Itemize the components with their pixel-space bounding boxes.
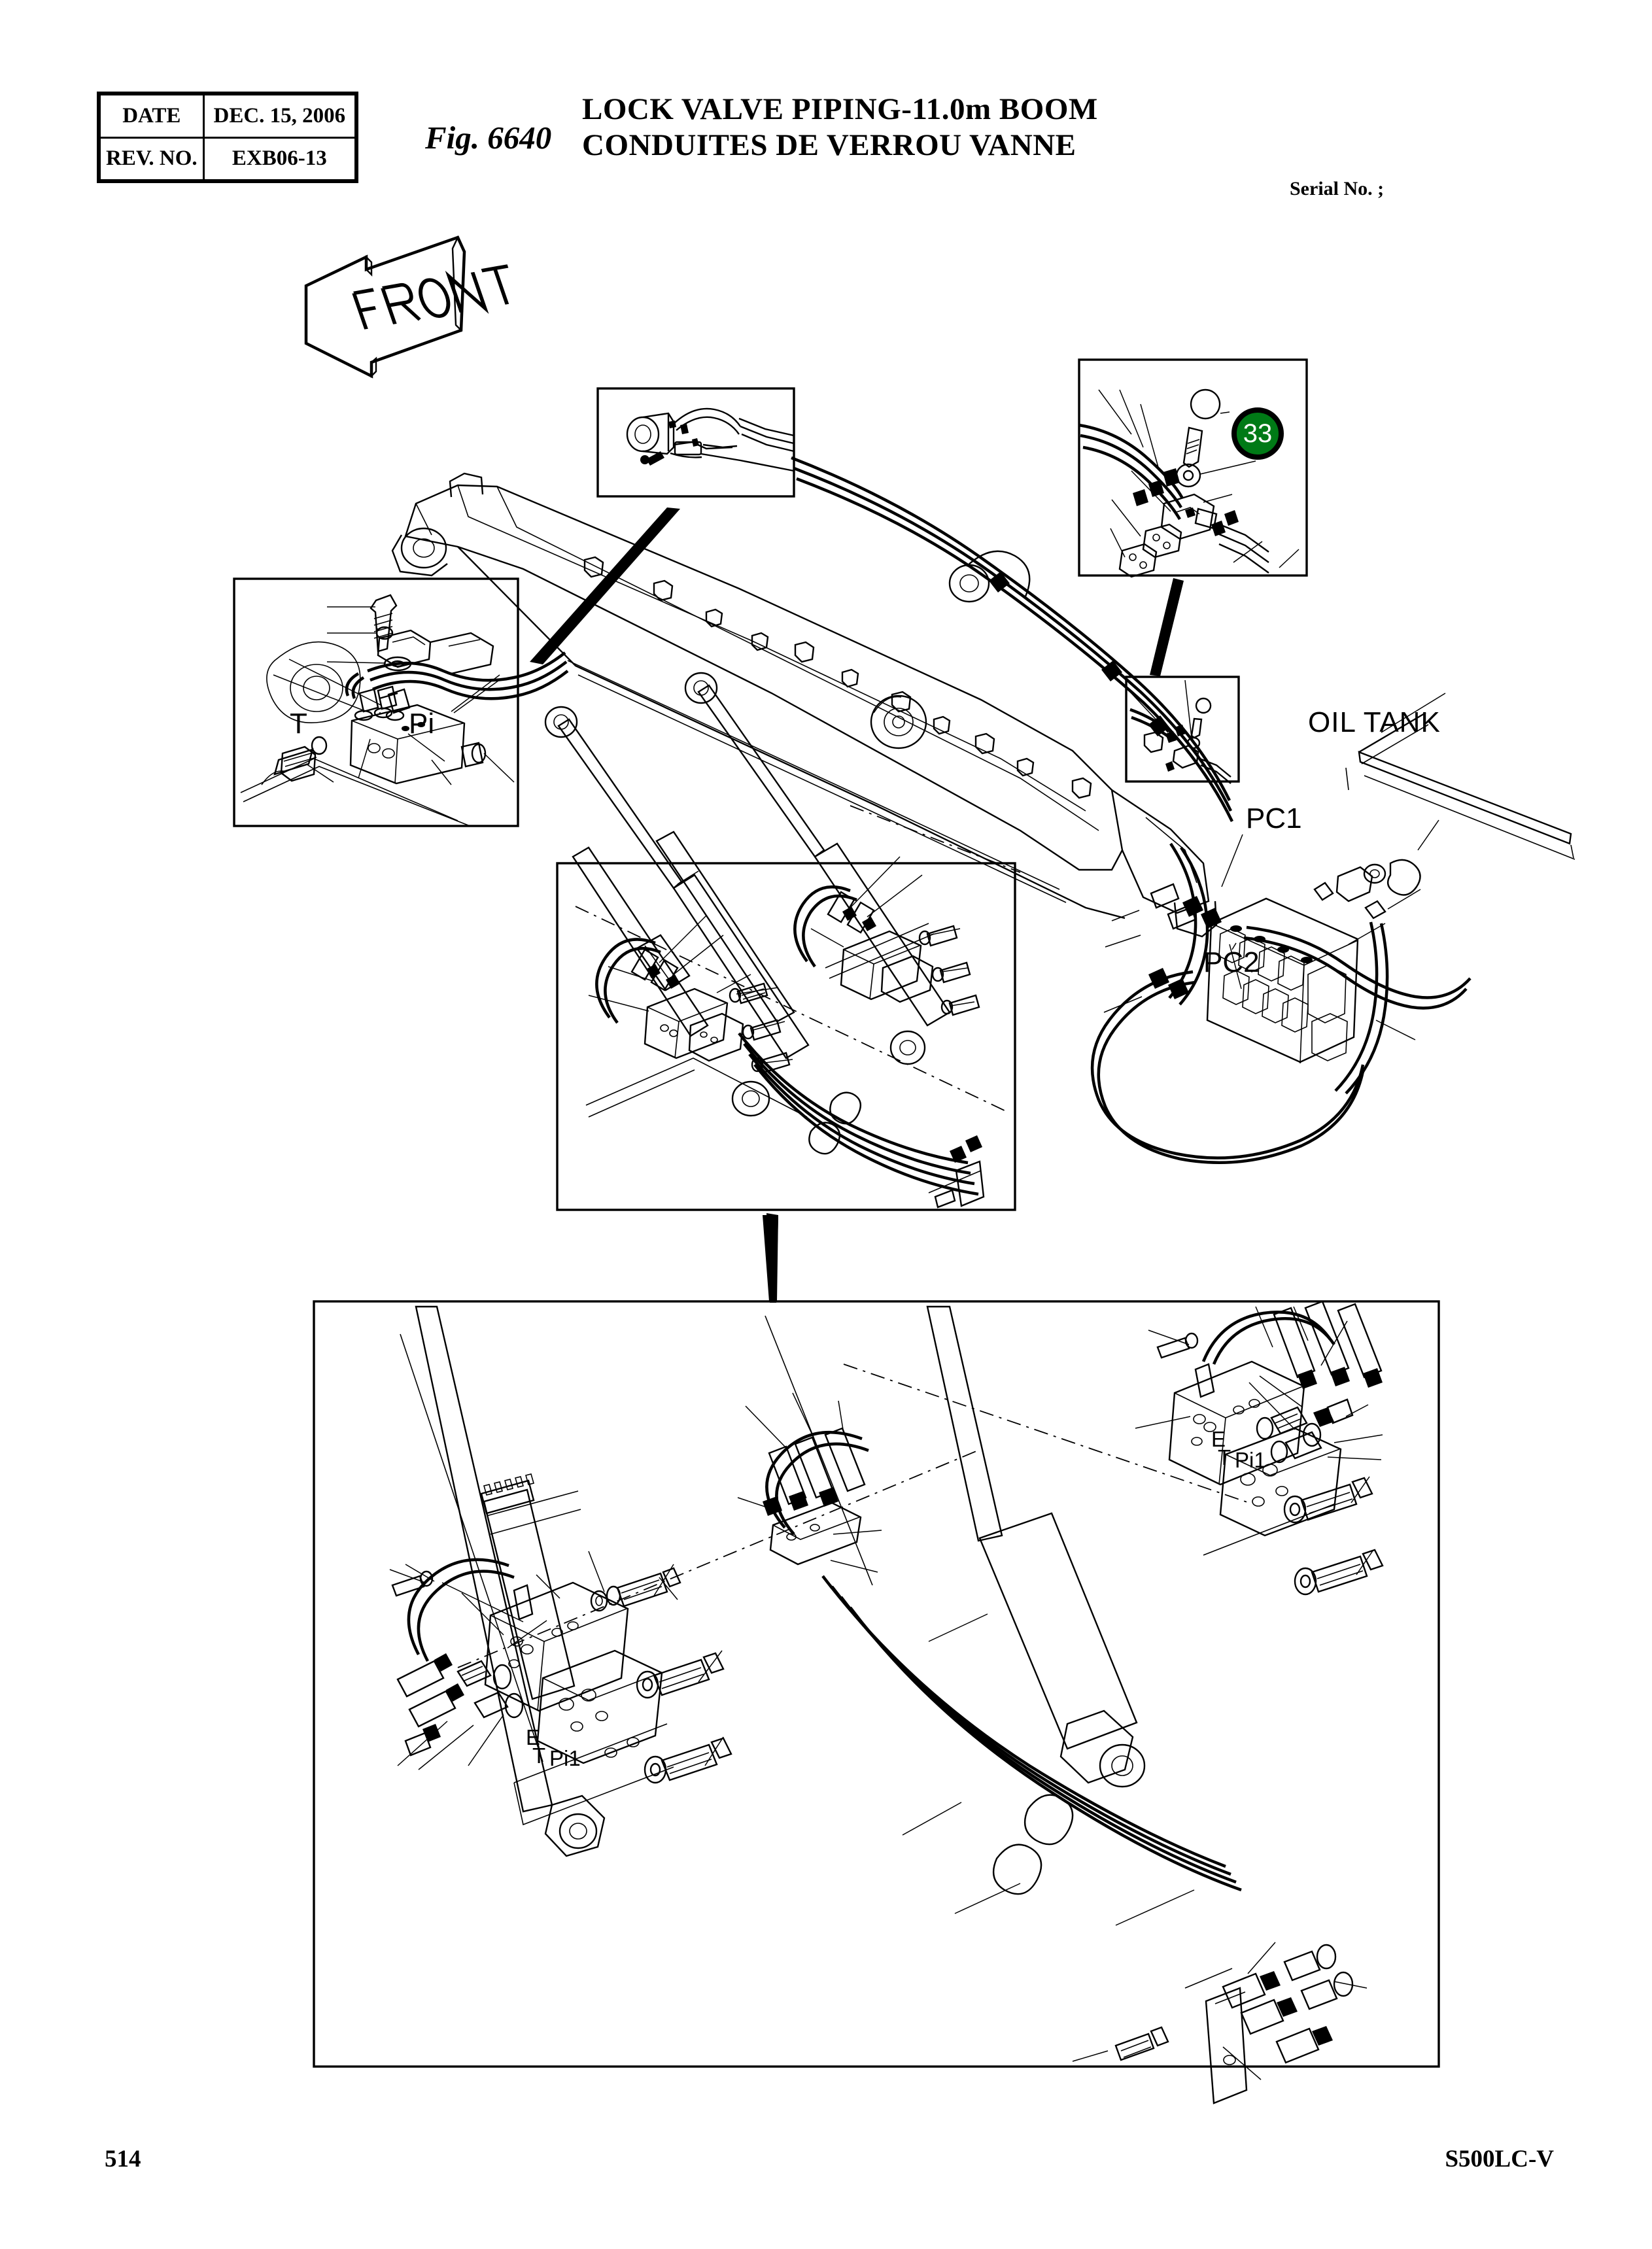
detail-box-boom-tip-fitting: [1078, 358, 1308, 578]
callout-number: 33: [1243, 419, 1273, 448]
detail-callout-wedges: [530, 507, 1184, 1303]
t-port-label: T: [290, 708, 307, 740]
detail-panel-lock-valve-exploded: [313, 1300, 1440, 2104]
boom-assembly: [391, 472, 1218, 938]
pi-port-label: Pi: [409, 708, 435, 740]
detail-box-mid-fitting: [1120, 676, 1240, 784]
oil-tank-label: OIL TANK: [1308, 706, 1441, 738]
page-number: 514: [105, 2146, 141, 2172]
front-direction-arrow-icon: [304, 235, 509, 379]
figure-title-french: CONDUITES DE VERROU VANNE: [582, 128, 1076, 163]
valve-a-t-port-label: T: [1218, 1445, 1231, 1469]
valve-b-e-port-label: E: [526, 1725, 541, 1749]
valve-b-t-port-label: T: [532, 1743, 546, 1768]
date-value: DEC. 15, 2006: [202, 92, 358, 139]
valve-a-pi1-port-label: Pi1: [1235, 1448, 1266, 1472]
model-code: S500LC-V: [1445, 2146, 1554, 2172]
detail-box-upper-boom: [596, 387, 795, 498]
detail-box-lock-valve-mount: [556, 831, 1016, 1211]
rev-no-label: REV. NO.: [97, 136, 205, 182]
part-callout-bubble-icon[interactable]: 33: [1231, 407, 1284, 460]
figure-title-english: LOCK VALVE PIPING-11.0m BOOM: [582, 92, 1098, 126]
center-reference-lines: [575, 805, 1021, 1112]
arm-cylinder-assembly: [544, 672, 951, 1059]
boom-hose-bundle: [791, 456, 1234, 1006]
pc2-port-label: PC2: [1203, 946, 1260, 978]
figure-title-block: LOCK VALVE PIPING-11.0m BOOM CONDUITES D…: [582, 92, 1098, 164]
date-label: DATE: [97, 92, 205, 139]
lock-valve-exploded-left: [389, 1551, 732, 1826]
rev-no-value: EXB06-13: [202, 136, 358, 182]
pc1-port-label: PC1: [1246, 802, 1302, 834]
detail-box-pilot-valve: [233, 577, 569, 827]
revision-info-table: DATE DEC. 15, 2006 REV. NO. EXB06-13: [97, 92, 358, 183]
hose-bundle-lower: [737, 1392, 1368, 2104]
valve-a-e-port-label: E: [1211, 1427, 1226, 1451]
figure-number: Fig. 6640: [425, 120, 552, 156]
valve-b-pi1-port-label: Pi1: [549, 1746, 581, 1770]
main-control-valve-group: [1090, 693, 1575, 1164]
serial-number-label: Serial No. ;: [1290, 178, 1385, 199]
table-row: REV. NO. EXB06-13: [97, 136, 358, 182]
table-row: DATE DEC. 15, 2006: [97, 92, 358, 139]
